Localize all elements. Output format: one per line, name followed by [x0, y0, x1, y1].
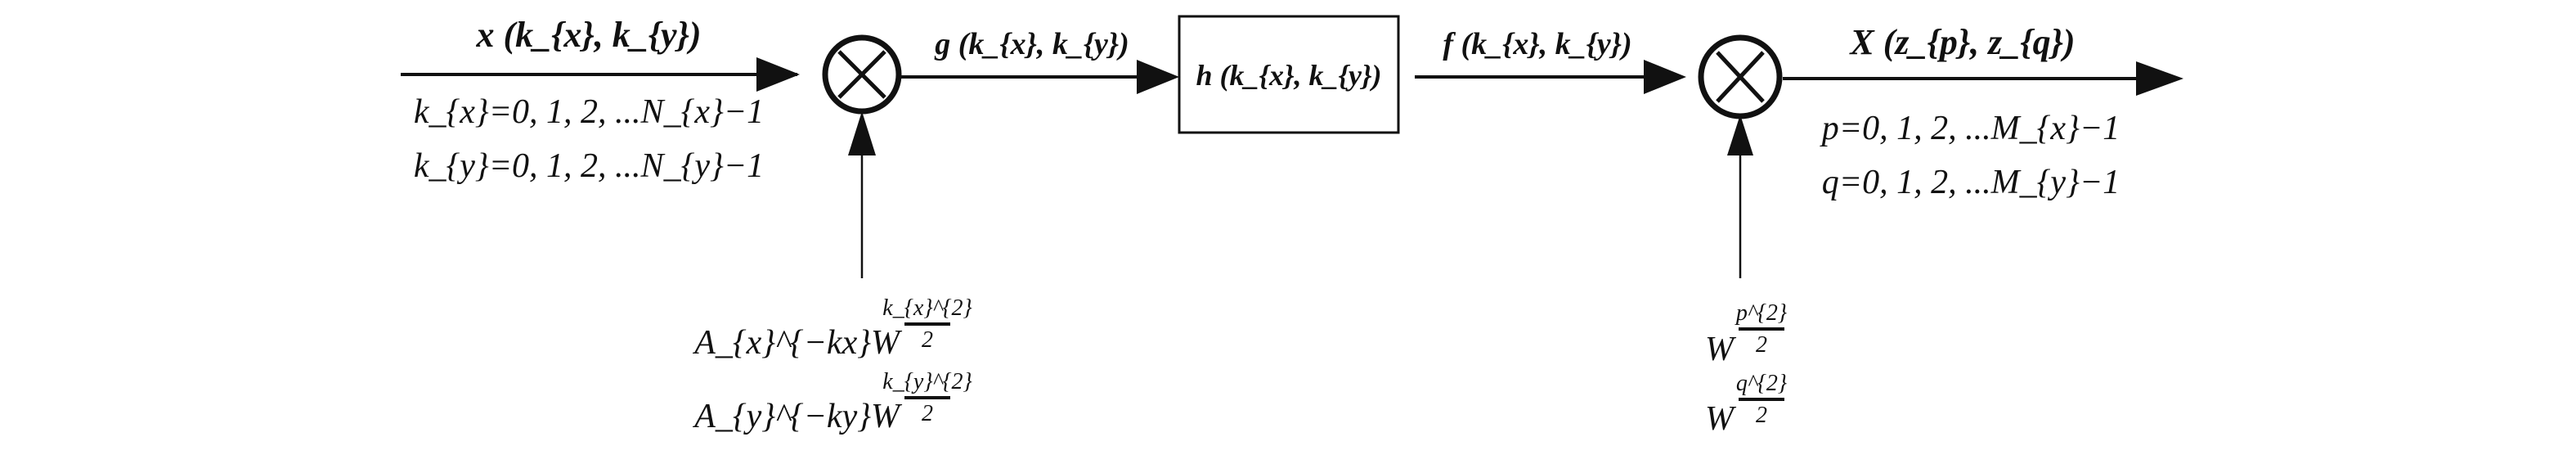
- g-arrowhead: [1137, 60, 1179, 94]
- chirp1-row1-denominator: 2: [922, 327, 933, 353]
- f-label: f (k_{x}, k_{y}): [1443, 27, 1631, 61]
- output-range-q: q=0, 1, 2, ...M_{y}−1: [1822, 164, 2120, 201]
- multiplier-1-icon: [822, 34, 902, 115]
- input-arrowhead: [756, 57, 800, 92]
- chirp2-row2: W q^{2} 2: [1705, 371, 1787, 438]
- chirp1-row1-base: A_{x}^{−kx}W: [692, 324, 903, 362]
- output-label: X (z_{p}, z_{q}): [1848, 22, 2075, 62]
- g-label: g (k_{x}, k_{y}): [934, 27, 1129, 61]
- chirp1-row1-numerator: k_{x}^{2}: [882, 295, 972, 321]
- filter-label: h (k_{x}, k_{y}): [1196, 59, 1381, 92]
- chirp2-row1: W p^{2} 2: [1705, 300, 1787, 368]
- input-range-x: k_{x}=0, 1, 2, ...N_{x}−1: [414, 93, 764, 131]
- output-arrowhead: [2136, 61, 2183, 96]
- chirp1-row2-numerator: k_{y}^{2}: [882, 369, 972, 394]
- chirp2-row1-denominator: 2: [1756, 332, 1767, 358]
- chirp2-arrowhead: [1727, 115, 1753, 155]
- chirp1-row2-denominator: 2: [922, 401, 933, 426]
- output-range-p: p=0, 1, 2, ...M_{x}−1: [1820, 110, 2120, 147]
- multiplier-2-icon: [1698, 34, 1783, 119]
- chirp2-row2-numerator: q^{2}: [1736, 371, 1787, 396]
- input-label: x (k_{x}, k_{y}): [475, 15, 701, 55]
- chirp2-row1-numerator: p^{2}: [1735, 300, 1787, 326]
- chirp2-row2-denominator: 2: [1756, 403, 1767, 428]
- chirp1-row2-base: A_{y}^{−ky}W: [692, 398, 903, 435]
- f-arrowhead: [1644, 60, 1686, 94]
- chirp1-arrowhead: [848, 111, 876, 155]
- chirp1-row1: A_{x}^{−kx}W k_{x}^{2} 2: [692, 295, 972, 362]
- input-range-y: k_{y}=0, 1, 2, ...N_{y}−1: [414, 147, 764, 185]
- filter-block: [1178, 15, 1400, 134]
- chirp2-row2-base: W: [1705, 400, 1737, 438]
- chirp2-row1-base: W: [1705, 331, 1737, 368]
- chirp1-row2: A_{y}^{−ky}W k_{y}^{2} 2: [692, 369, 972, 435]
